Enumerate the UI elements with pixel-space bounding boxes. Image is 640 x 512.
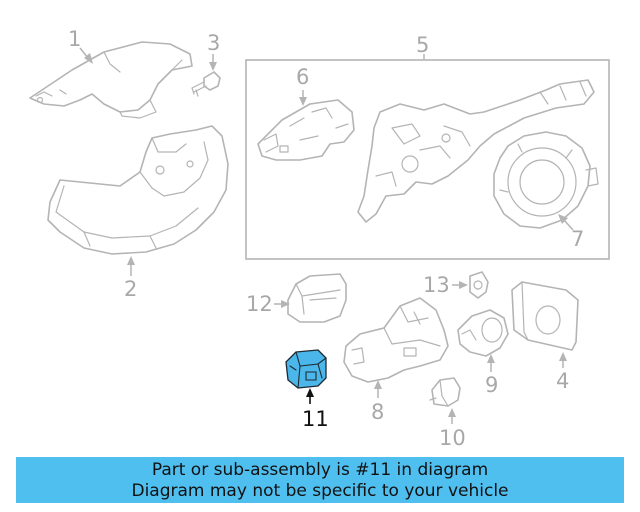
callout-10-label: 10 — [439, 426, 466, 450]
banner-line-1: Part or sub-assembly is #11 in diagram — [151, 460, 489, 480]
callout-5: 5 — [416, 33, 429, 60]
callout-9: 9 — [485, 354, 498, 397]
part-7-clock-spring — [493, 131, 599, 229]
callout-4-label: 4 — [556, 369, 569, 393]
part-8-lock-housing — [343, 297, 449, 383]
part-5-switch-assembly — [357, 79, 595, 223]
callout-8: 8 — [371, 380, 384, 424]
callout-1: 1 — [68, 27, 93, 64]
callout-7: 7 — [558, 214, 584, 251]
callout-8-label: 8 — [371, 400, 384, 424]
banner-line-2: Diagram may not be specific to your vehi… — [131, 481, 509, 501]
part-3-screw — [191, 71, 221, 97]
callout-11-label: 11 — [302, 407, 329, 431]
part-2-lower-shroud — [47, 125, 229, 255]
callout-2: 2 — [124, 256, 137, 301]
callout-3: 3 — [207, 31, 220, 71]
callout-6: 6 — [296, 65, 309, 106]
callout-3-label: 3 — [207, 31, 220, 55]
callout-7-label: 7 — [571, 227, 584, 251]
callout-12-label: 12 — [246, 292, 273, 316]
part-5-combination-switch-box — [245, 59, 610, 260]
callout-6-label: 6 — [296, 65, 309, 89]
part-6-switch-bracket — [257, 99, 355, 161]
part-9-lock-cylinder — [457, 309, 509, 357]
part-13-ring — [469, 271, 489, 299]
callout-10: 10 — [439, 408, 466, 450]
callout-11: 11 — [302, 388, 329, 431]
info-banner: Part or sub-assembly is #11 in diagram D… — [16, 457, 624, 503]
part-1-upper-shroud — [29, 41, 193, 119]
part-12-module — [287, 273, 347, 323]
callout-2-label: 2 — [124, 277, 137, 301]
callout-13-label: 13 — [423, 273, 450, 297]
part-10-switch — [429, 377, 461, 407]
callout-5-label: 5 — [416, 33, 429, 57]
callout-4: 4 — [556, 352, 569, 393]
callout-13: 13 — [423, 273, 468, 297]
part-11-highlighted — [285, 349, 327, 389]
part-4-trim-plate — [511, 281, 579, 351]
callout-12: 12 — [246, 292, 290, 316]
callout-9-label: 9 — [485, 373, 498, 397]
callout-1-label: 1 — [68, 27, 81, 51]
